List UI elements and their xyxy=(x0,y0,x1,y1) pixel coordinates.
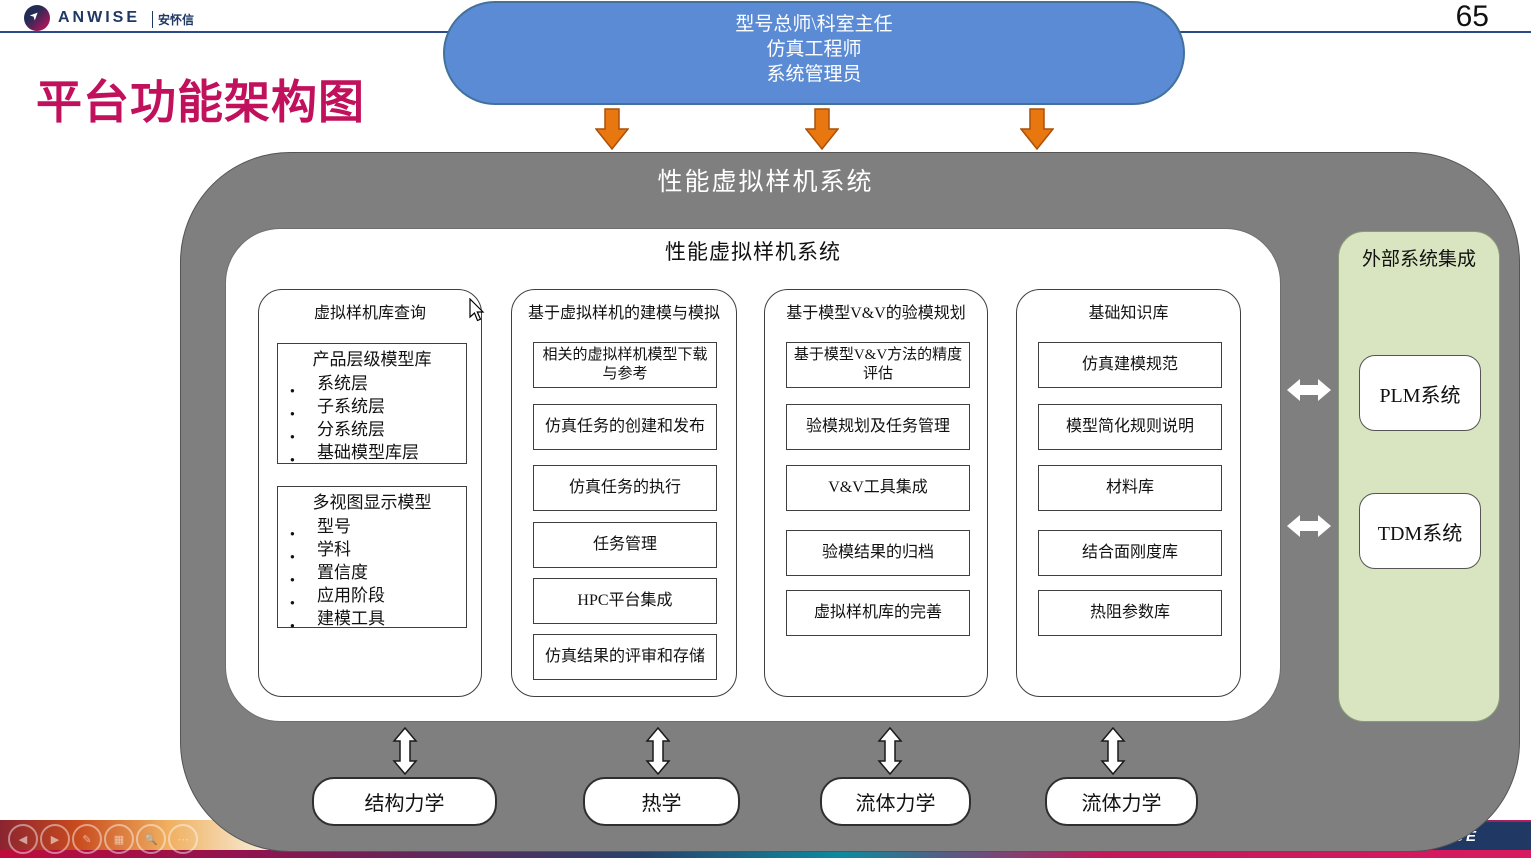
column-vv-planning: 基于模型V&V的验模规划 基于模型V&V方法的精度评估 验模规划及任务管理 V&… xyxy=(764,289,988,697)
external-panel-title: 外部系统集成 xyxy=(1361,249,1476,270)
column-title: 基于虚拟样机的建模与模拟 xyxy=(527,305,720,322)
anwise-bird-icon xyxy=(24,5,50,31)
function-box: 仿真建模规范 xyxy=(1038,342,1222,388)
external-system-plm: PLM系统 xyxy=(1359,355,1481,431)
column-title: 基础知识库 xyxy=(1088,305,1169,322)
column-title: 基于模型V&V的验模规划 xyxy=(786,305,966,322)
slide-title: 平台功能架构图 xyxy=(36,76,365,128)
bullet-item: 置信度 xyxy=(278,561,466,591)
bullet-item: 子系统层 xyxy=(278,395,466,425)
discipline-box: 热学 xyxy=(583,777,740,826)
function-box: 相关的虚拟样机模型下载与参考 xyxy=(533,342,717,388)
bullet-item: 基础模型库层 xyxy=(278,441,466,471)
white-double-horizontal-arrow-icon xyxy=(1287,515,1331,537)
function-box: 热阻参数库 xyxy=(1038,590,1222,636)
mouse-cursor-icon xyxy=(469,298,485,322)
actor-line: 仿真工程师 xyxy=(766,39,862,60)
function-box: 虚拟样机库的完善 xyxy=(786,590,970,636)
function-box: 验模规划及任务管理 xyxy=(786,404,970,450)
white-double-vertical-arrow-icon xyxy=(1100,727,1126,775)
zoom-icon[interactable]: 🔍 xyxy=(136,824,166,854)
bullet-item: 应用阶段 xyxy=(278,584,466,614)
discipline-box: 流体力学 xyxy=(1045,777,1198,826)
function-box: 仿真任务的执行 xyxy=(533,465,717,511)
function-box: 模型简化规则说明 xyxy=(1038,404,1222,450)
page-number: 65 xyxy=(1455,0,1489,33)
more-icon[interactable]: ⋯ xyxy=(168,824,198,854)
system-container-title: 性能虚拟样机系统 xyxy=(657,169,874,196)
column-modeling-simulation: 基于虚拟样机的建模与模拟 相关的虚拟样机模型下载与参考 仿真任务的创建和发布 仿… xyxy=(511,289,737,697)
actor-line: 系统管理员 xyxy=(766,64,862,85)
bullet-item: 分系统层 xyxy=(278,418,466,448)
orange-down-arrow-icon xyxy=(805,108,839,150)
actor-line: 型号总师\科室主任 xyxy=(735,14,893,35)
logo-chinese-name: 安怀信 xyxy=(152,11,194,28)
orange-down-arrow-icon xyxy=(1020,108,1054,150)
bullet-item: 学科 xyxy=(278,538,466,568)
grid-icon[interactable]: ▦ xyxy=(104,824,134,854)
group-product-model-library: 产品层级模型库 系统层 子系统层 分系统层 基础模型库层 xyxy=(277,343,467,471)
bullet-item: 建模工具 xyxy=(278,607,466,637)
column-virtual-prototype-query: 虚拟样机库查询 产品层级模型库 系统层 子系统层 分系统层 基础模型库层 多视图… xyxy=(258,289,482,697)
logo-wordmark: ANWISE xyxy=(58,9,140,26)
actors-ellipse: 型号总师\科室主任 仿真工程师 系统管理员 xyxy=(443,1,1185,105)
inner-system-title: 性能虚拟样机系统 xyxy=(665,240,841,264)
next-icon[interactable]: ▶ xyxy=(40,824,70,854)
function-box: HPC平台集成 xyxy=(533,578,717,624)
bullet-item: 系统层 xyxy=(278,372,466,402)
bullet-item: 型号 xyxy=(278,515,466,545)
group-title: 产品层级模型库 xyxy=(312,350,432,369)
pen-icon[interactable]: ✎ xyxy=(72,824,102,854)
white-double-horizontal-arrow-icon xyxy=(1287,379,1331,401)
group-title: 多视图显示模型 xyxy=(312,493,432,512)
discipline-box: 流体力学 xyxy=(820,777,971,826)
previous-icon[interactable]: ◀ xyxy=(8,824,38,854)
column-knowledge-base: 基础知识库 仿真建模规范 模型简化规则说明 材料库 结合面刚度库 热阻参数库 xyxy=(1016,289,1241,697)
discipline-box: 结构力学 xyxy=(312,777,497,826)
external-system-tdm: TDM系统 xyxy=(1359,493,1481,569)
column-title: 虚拟样机库查询 xyxy=(313,305,426,322)
function-box: 任务管理 xyxy=(533,522,717,568)
white-double-vertical-arrow-icon xyxy=(645,727,671,775)
external-systems-panel: 外部系统集成 PLM系统 TDM系统 xyxy=(1338,231,1500,722)
white-double-vertical-arrow-icon xyxy=(392,727,418,775)
group-multiview-model: 多视图显示模型 型号 学科 置信度 应用阶段 建模工具 xyxy=(277,486,467,637)
function-box: V&V工具集成 xyxy=(786,465,970,511)
function-box: 仿真任务的创建和发布 xyxy=(533,404,717,450)
orange-down-arrow-icon xyxy=(595,108,629,150)
function-box: 材料库 xyxy=(1038,465,1222,511)
function-box: 仿真结果的评审和存储 xyxy=(533,634,717,680)
white-double-vertical-arrow-icon xyxy=(877,727,903,775)
footer-decorative-line xyxy=(0,850,1531,858)
function-box: 结合面刚度库 xyxy=(1038,530,1222,576)
function-box: 基于模型V&V方法的精度评估 xyxy=(786,342,970,388)
function-box: 验模结果的归档 xyxy=(786,530,970,576)
